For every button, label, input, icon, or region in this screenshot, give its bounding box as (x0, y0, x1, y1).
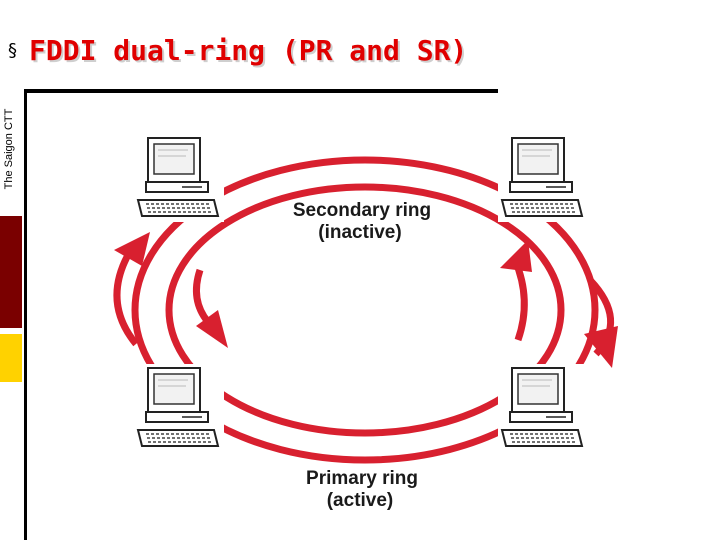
sidebar-block-white-bottom (0, 382, 22, 540)
computer-icon (498, 364, 588, 452)
title-bullet: § (8, 40, 17, 61)
arrow-head-left-up (114, 232, 150, 266)
sidebar-block-yellow (0, 334, 22, 382)
slide-title: FDDI dual-ring (PR and SR) (29, 34, 468, 67)
computer-icon (498, 134, 588, 222)
arrow-head-left-down (196, 310, 228, 348)
primary-ring-label: Primary ring (306, 468, 418, 489)
inner-arc-left (192, 268, 211, 325)
primary-ring-status: (active) (327, 490, 394, 511)
computer-icon (134, 364, 224, 452)
secondary-ring (131, 156, 599, 464)
inner-arc-right (511, 258, 528, 342)
sidebar-block-white (0, 0, 22, 216)
computer-icon (134, 134, 224, 222)
primary-ring (165, 183, 565, 437)
outer-arc-left (113, 246, 139, 347)
secondary-ring-label: Secondary ring (293, 200, 431, 221)
arrow-head-right-up (500, 240, 532, 272)
title-underline (24, 89, 498, 93)
vertical-rule (24, 92, 27, 540)
sidebar-block-red (0, 216, 22, 328)
sidebar: The Saigon CTT (0, 0, 22, 540)
secondary-ring-status: (inactive) (318, 222, 401, 243)
